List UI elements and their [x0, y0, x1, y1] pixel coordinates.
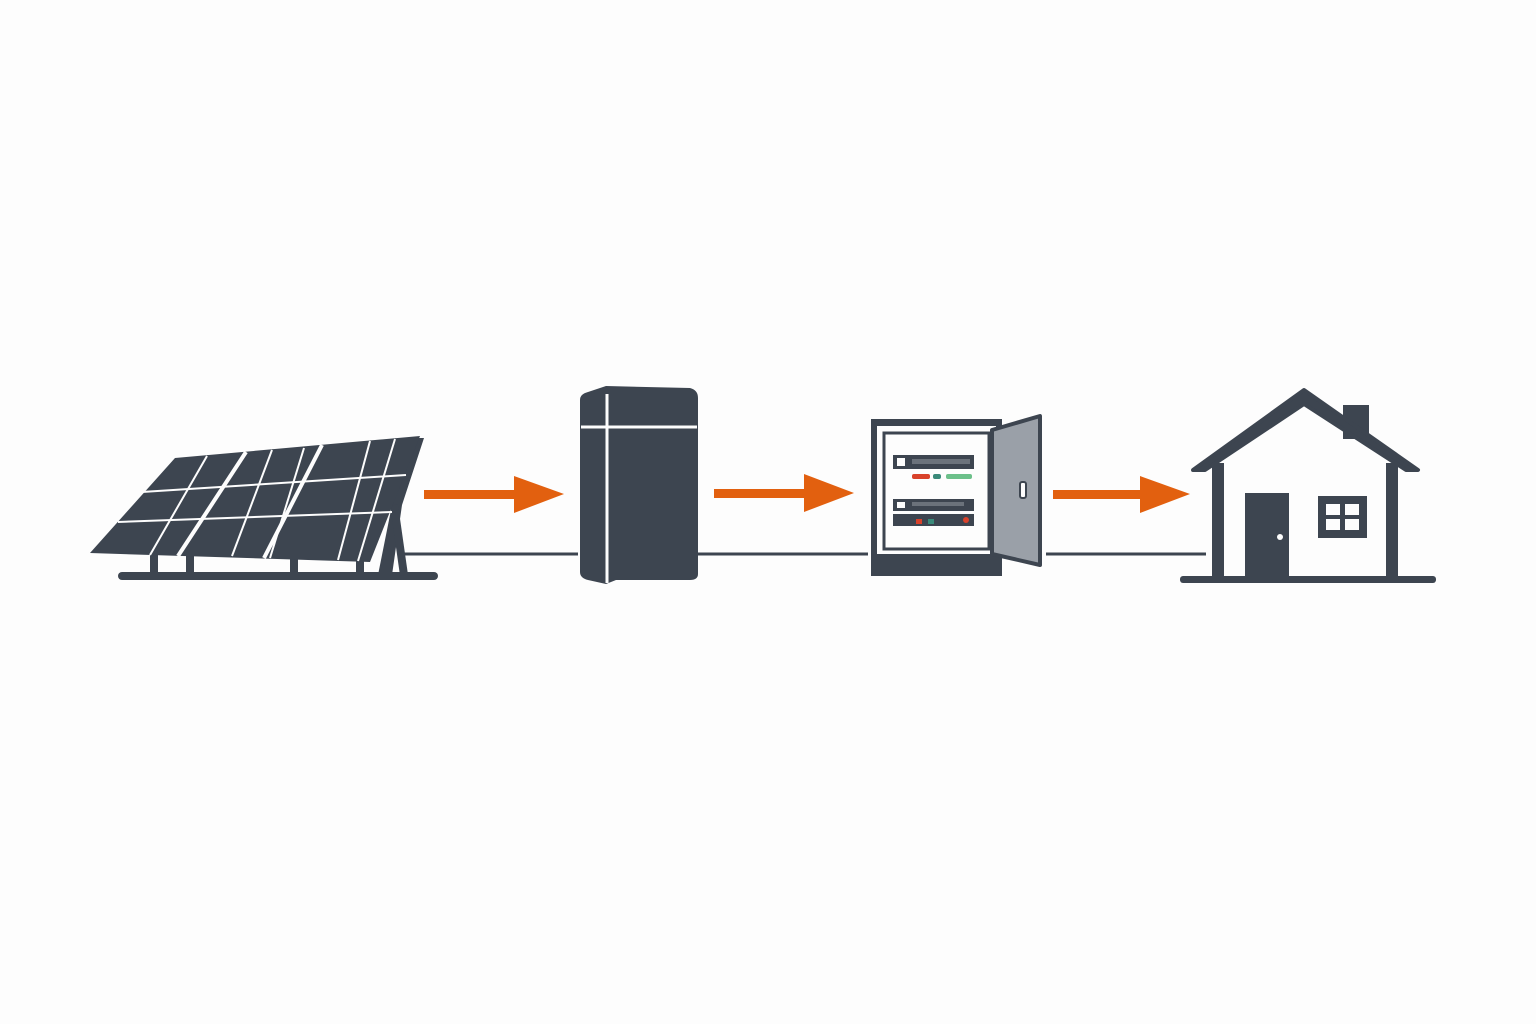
electrical-panel-icon	[871, 414, 1042, 576]
flow-arrow-battery-to-panel	[714, 474, 854, 512]
battery-storage-icon	[580, 386, 698, 584]
flow-arrow-panel-to-house	[1053, 476, 1190, 513]
solar-panel-icon	[90, 436, 438, 580]
house-icon	[1180, 388, 1436, 583]
flow-arrow-solar-to-battery	[424, 476, 564, 513]
